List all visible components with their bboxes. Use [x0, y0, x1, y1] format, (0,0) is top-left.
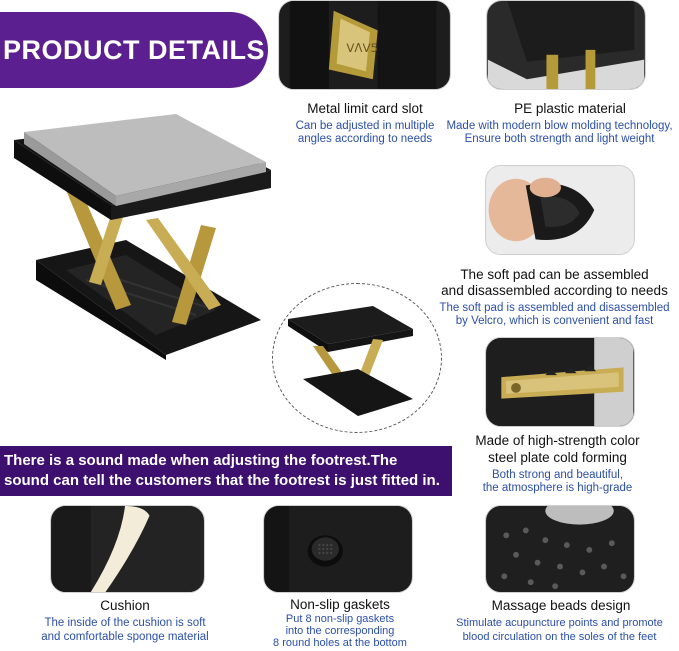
gaskets-desc-1: Put 8 non-slip gaskets [285, 613, 395, 625]
banner-title: PRODUCT DETAILS [3, 34, 265, 65]
soft-pad-title-2: and disassembled according to needs [441, 283, 668, 298]
metal-slot-desc-1: Can be adjusted in multiple [295, 120, 435, 132]
soft-pad-title-1: The soft pad can be assembled [460, 267, 649, 282]
pe-plastic-desc-1: Made with modern blow molding technology… [446, 120, 673, 132]
massage-title: Massage beads design [491, 598, 631, 613]
massage-desc-1: Stimulate acupuncture points and promote [456, 617, 663, 629]
sound-note-banner: There is a sound made when adjusting the… [0, 446, 452, 496]
cushion-desc-1: The inside of the cushion is soft [44, 617, 206, 629]
steel-plate-title-2: steel plate cold forming [488, 450, 627, 465]
soft-pad-desc-2: by Velcro, which is convenient and fast [455, 315, 654, 327]
metal-slot-desc-2: angles according to needs [297, 133, 433, 145]
metal-slot-title: Metal limit card slot [307, 101, 423, 116]
sound-note-line-2: sound can tell the customers that the fo… [4, 472, 440, 489]
pe-plastic-photo [486, 0, 646, 90]
non-slip-gasket-photo [263, 505, 413, 593]
pe-plastic-title: PE plastic material [514, 101, 626, 116]
metal-slot-photo: VᐱV5 [278, 0, 451, 90]
footrest-detail-circle [272, 283, 442, 433]
steel-plate-photo [485, 337, 635, 427]
cushion-desc-2: and comfortable sponge material [41, 631, 209, 643]
gaskets-desc-2: into the corresponding [285, 625, 395, 637]
steel-plate-desc-1: Both strong and beautiful, [491, 469, 624, 481]
svg-text:VᐱV5: VᐱV5 [346, 41, 378, 55]
soft-pad-velcro-photo [485, 165, 635, 255]
cushion-photo [50, 505, 205, 593]
soft-pad-desc-1: The soft pad is assembled and disassembl… [439, 302, 670, 314]
gaskets-desc-3: 8 round holes at the bottom [273, 637, 407, 649]
product-details-banner: PRODUCT DETAILS [0, 12, 268, 88]
massage-desc-2: blood circulation on the soles of the fe… [462, 631, 657, 643]
gaskets-title: Non-slip gaskets [290, 597, 390, 612]
steel-plate-desc-2: the atmosphere is high-grade [482, 482, 633, 494]
massage-beads-photo [485, 505, 635, 593]
steel-plate-title-1: Made of high-strength color [475, 433, 640, 448]
pe-plastic-desc-2: Ensure both strength and light weight [464, 133, 655, 145]
sound-note-line-1: There is a sound made when adjusting the… [4, 452, 398, 469]
cushion-title: Cushion [100, 598, 150, 613]
footrest-main-image [6, 110, 272, 360]
